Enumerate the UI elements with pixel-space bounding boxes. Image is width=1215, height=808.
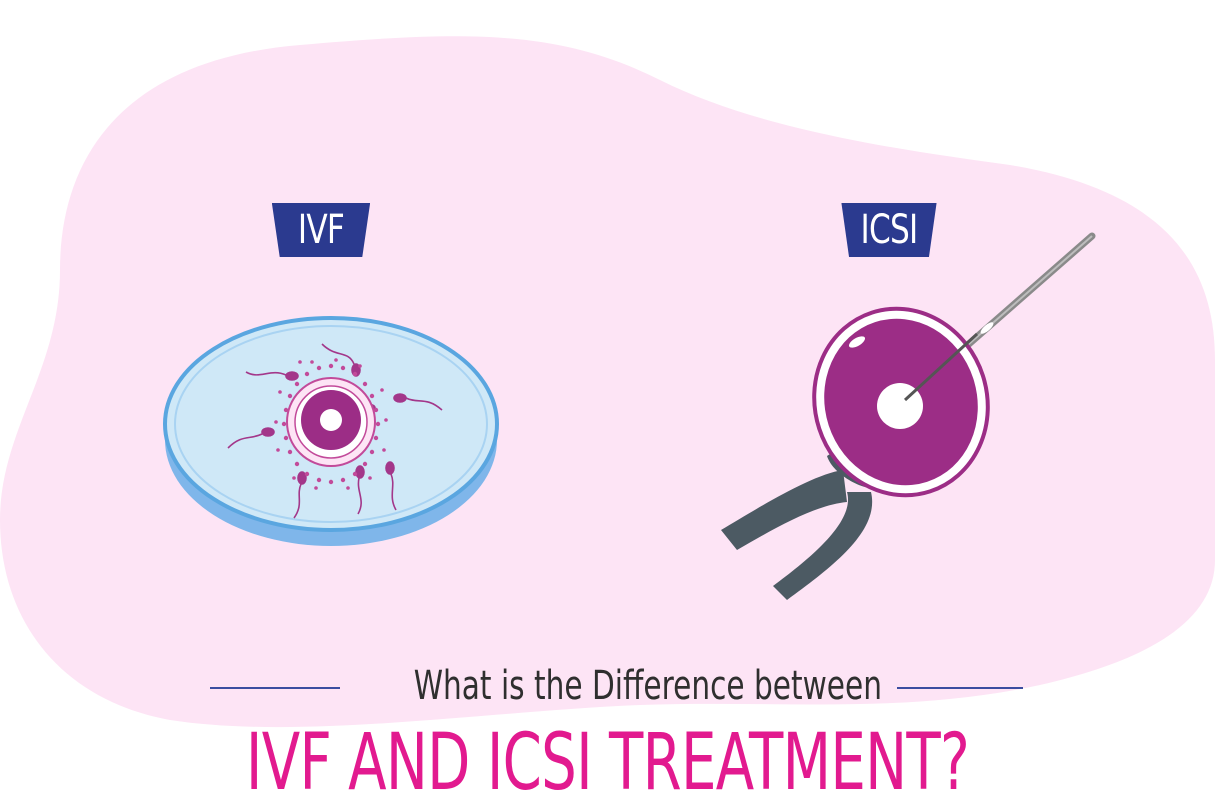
headline-title: IVF AND ICSI TREATMENT? xyxy=(245,718,970,808)
ivf-label-badge: IVF xyxy=(271,203,371,257)
subtitle-rule-left xyxy=(210,687,340,689)
sperm-cells xyxy=(227,343,443,519)
icsi-injection-icon xyxy=(721,232,1096,600)
icsi-label-text: ICSI xyxy=(860,207,919,253)
subtitle-row: What is the Difference between xyxy=(0,656,1215,716)
petri-dish-icon xyxy=(163,316,499,546)
corona-cells xyxy=(274,358,388,490)
subtitle-rule-right xyxy=(897,687,1023,689)
subtitle-text: What is the Difference between xyxy=(413,663,882,709)
icsi-label-badge: ICSI xyxy=(841,203,937,257)
ivf-label-text: IVF xyxy=(297,207,345,253)
